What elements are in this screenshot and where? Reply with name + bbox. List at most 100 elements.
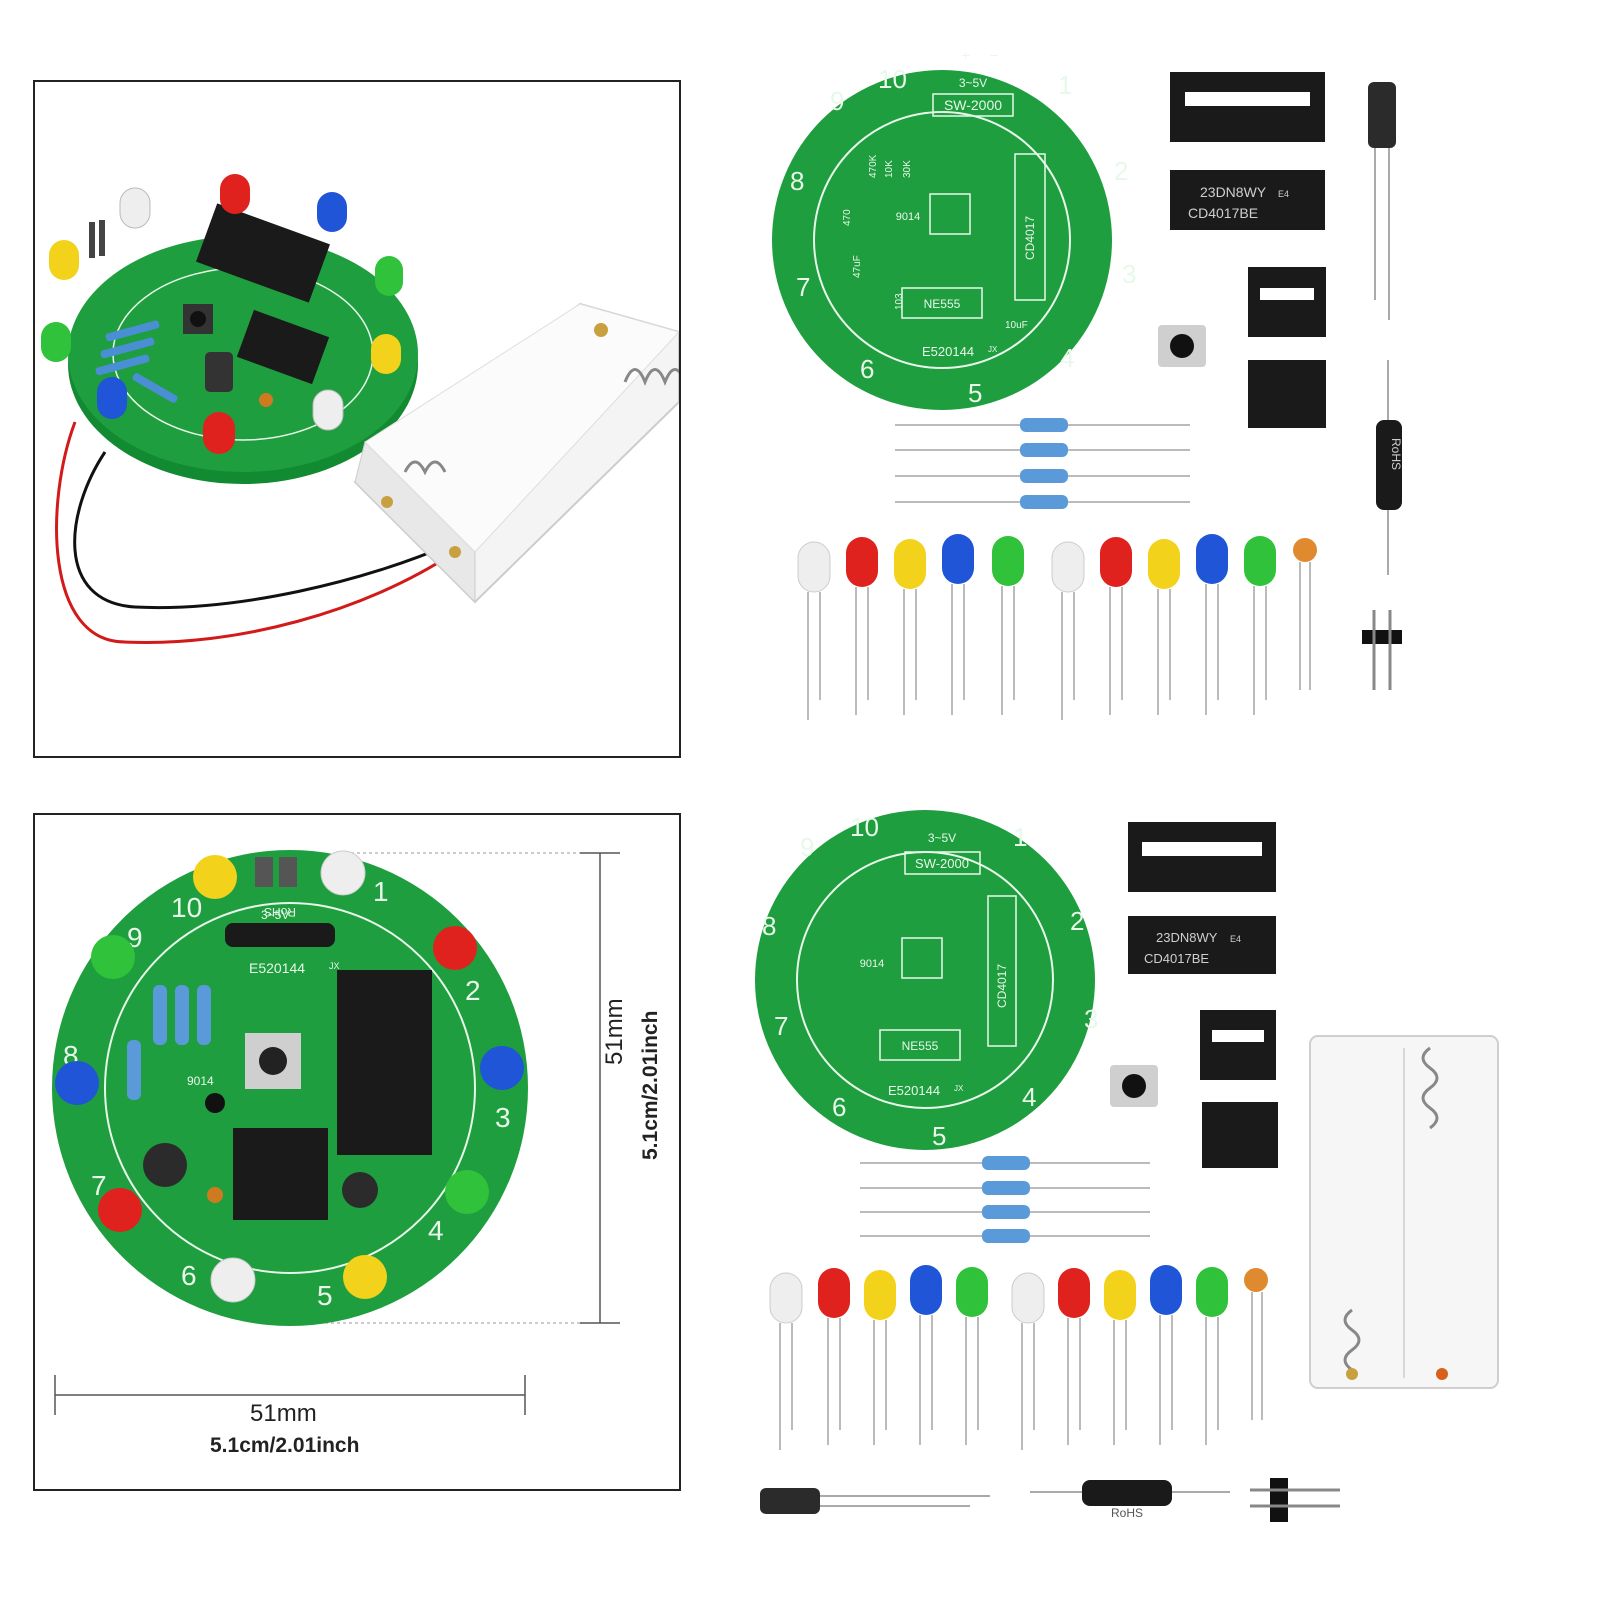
chip-marking-line1: 23DN8WY (1156, 930, 1218, 945)
ring-number-9: 9 (830, 86, 844, 116)
chip-marking-suffix: E4 (1230, 934, 1241, 944)
ic-socket-16 (1170, 72, 1325, 142)
led-yellow (49, 240, 79, 280)
resistor-label-2: 10K (884, 160, 895, 178)
led-green (445, 1170, 489, 1214)
tilt-switch-label: RoHS (1389, 438, 1403, 470)
ring-number-9: 9 (800, 832, 814, 862)
ring-number-6: 6 (860, 354, 874, 384)
led-yellow (864, 1270, 896, 1320)
led-ring (41, 174, 403, 454)
led-blue (942, 534, 974, 584)
led-red (203, 412, 235, 454)
ring-number-4: 4 (1022, 1082, 1036, 1112)
battery-box (1309, 1035, 1499, 1389)
voltage-label: 3~5V (928, 831, 956, 845)
resistor-group (127, 985, 211, 1100)
cert-label: E520144 (922, 344, 974, 359)
ring-number-1: 1 (373, 876, 389, 907)
counter-ic (337, 970, 432, 1155)
led-green (375, 256, 403, 296)
header-pin (255, 857, 273, 887)
ic-socket-16 (1128, 822, 1276, 892)
ring-number-7: 7 (774, 1011, 788, 1041)
led-blue (480, 1046, 524, 1090)
spring (1343, 1308, 1361, 1372)
header-pin (89, 222, 95, 258)
led-white (312, 389, 344, 431)
kit-parts-top: SW-2000 3~5V + − 1 2 3 4 5 6 7 8 9 10 CD… (730, 30, 1580, 770)
ring-number-3: 3 (495, 1102, 511, 1133)
ceramic-capacitor (1293, 538, 1317, 562)
led-green (992, 536, 1024, 586)
led-green (956, 1267, 988, 1317)
ring-number-5: 5 (932, 1121, 946, 1151)
ring-number-1: 1 (1058, 70, 1072, 100)
led-blue (55, 1061, 99, 1105)
push-button-cap (1170, 334, 1194, 358)
counter-ic-label: CD4017 (1023, 216, 1037, 260)
led-red (1058, 1268, 1090, 1318)
electrolytic-capacitor (760, 1488, 820, 1514)
electrolytic-capacitor (143, 1143, 187, 1187)
cd4017-chip: 23DN8WY E4 CD4017BE (1128, 916, 1276, 974)
ring-number-3: 3 (1122, 259, 1136, 289)
tilt-switch-label: RoHS (264, 905, 296, 919)
timer-ic (236, 309, 330, 385)
height-alt-label: 5.1cm/2.01inch (639, 1010, 662, 1160)
led-white (1051, 541, 1085, 593)
kit-parts-illustration: SW-2000 3~5V + − 1 2 3 4 5 6 7 8 9 10 CD… (772, 47, 1403, 720)
push-button-cap (190, 311, 206, 327)
ne555-chip (1202, 1102, 1278, 1168)
ic-socket-8-gap (1260, 288, 1314, 300)
assembled-board-illustration (41, 174, 679, 644)
led-blue (910, 1265, 942, 1315)
push-button-cap (259, 1047, 287, 1075)
ceramic-capacitor (207, 1187, 223, 1203)
ring-number-7: 7 (796, 272, 810, 302)
cap-10-label: 10uF (1005, 320, 1028, 331)
tilt-switch (1082, 1480, 1172, 1506)
header-pin (279, 857, 297, 887)
led-ring (55, 850, 524, 1303)
battery-box (353, 302, 679, 604)
ring-number-6: 6 (832, 1092, 846, 1122)
ceramic-capacitor (259, 393, 273, 407)
ic-socket-8 (1248, 267, 1326, 337)
model-label: SW-2000 (915, 856, 969, 871)
led-yellow (193, 855, 237, 899)
led-yellow (371, 334, 401, 374)
led-white (119, 187, 151, 229)
red-wire (55, 421, 456, 644)
timer-ic (233, 1128, 328, 1220)
ring-number-4: 4 (428, 1215, 444, 1246)
pcb-silk-ring (813, 111, 1071, 369)
button-footprint (901, 937, 943, 979)
led-row (769, 1265, 1268, 1324)
cert-suffix: JX (329, 961, 340, 971)
model-box (904, 851, 981, 875)
ring-number-8: 8 (790, 166, 804, 196)
timer-ic-footprint (901, 287, 983, 319)
header-pin-strip (1362, 630, 1402, 644)
dimension-illustration: 1 2 3 4 5 6 7 8 9 10 3~5V E520144 JX 901… (52, 850, 620, 1415)
ring-number-10: 10 (850, 812, 879, 842)
pcb (755, 810, 1095, 1150)
chip-marking-line1: 23DN8WY (1200, 184, 1267, 200)
resistor-group (95, 320, 178, 403)
ring-number-10: 10 (878, 64, 907, 94)
ring-number-5: 5 (968, 378, 982, 408)
counter-ic-label: CD4017 (995, 964, 1009, 1008)
ring-number-6: 6 (181, 1260, 197, 1291)
counter-ic-footprint (1014, 153, 1046, 301)
chip-marking-line2: CD4017BE (1144, 951, 1209, 966)
timer-ic-label: NE555 (924, 297, 961, 311)
cap-small-label: 103 (894, 293, 905, 310)
resistor-label-3: 30K (902, 160, 913, 178)
resistor-label-1: 470K (868, 154, 879, 178)
tilt-switch-label: RoHS (1111, 1506, 1143, 1520)
counter-ic (196, 203, 330, 303)
cert-suffix: JX (988, 345, 998, 354)
ring-number-7: 7 (91, 1170, 107, 1201)
transistor-label: 9014 (896, 211, 920, 223)
